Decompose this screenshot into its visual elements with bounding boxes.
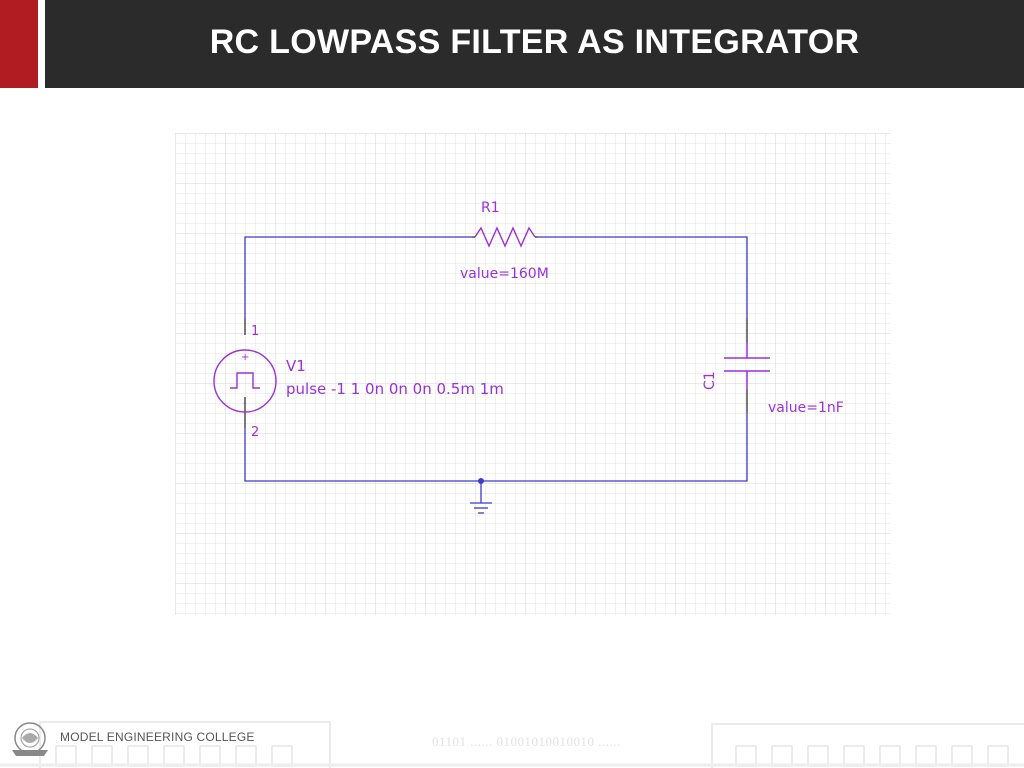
- footer-binary-decor: 01101 ...... 01001010010010 ......: [432, 734, 621, 749]
- wire-bottom: [244, 413, 748, 482]
- capacitor-name: C1: [702, 371, 718, 390]
- resistor-name: R1: [481, 200, 500, 216]
- capacitor-value: value=1nF: [768, 400, 844, 416]
- ground-symbol: [470, 478, 492, 514]
- slide-footer: MODEL ENGINEERING COLLEGE 01101 ...... 0…: [0, 712, 1024, 768]
- circuit-schematic: R1 value=160M + - 1 2 V1 pulse -1 1 0n 0…: [175, 133, 891, 615]
- source-pin-2: 2: [251, 425, 259, 440]
- resistor-r1-symbol: [474, 226, 536, 248]
- capacitor-c1-symbol: [724, 343, 770, 389]
- source-pin-1: 1: [251, 324, 259, 339]
- source-name: V1: [286, 357, 306, 375]
- grid-background: [175, 133, 891, 615]
- header-accent-bar: [0, 0, 38, 88]
- wire-top-left: [244, 236, 472, 318]
- college-name: MODEL ENGINEERING COLLEGE: [60, 730, 255, 744]
- source-minus-sign: -: [243, 398, 247, 409]
- wire-top-right: [538, 236, 748, 318]
- footer-decoration: [0, 721, 1024, 768]
- wires: [244, 236, 748, 482]
- source-spec: pulse -1 1 0n 0n 0n 0.5m 1m: [286, 380, 504, 398]
- resistor-value: value=160M: [460, 266, 549, 282]
- header-bar: RC LOWPASS FILTER AS INTEGRATOR: [45, 0, 1024, 88]
- slide-title: RC LOWPASS FILTER AS INTEGRATOR: [209, 23, 860, 61]
- college-logo-icon: [12, 722, 48, 756]
- voltage-source-v1-symbol: [213, 349, 277, 413]
- source-plus-sign: +: [241, 352, 249, 363]
